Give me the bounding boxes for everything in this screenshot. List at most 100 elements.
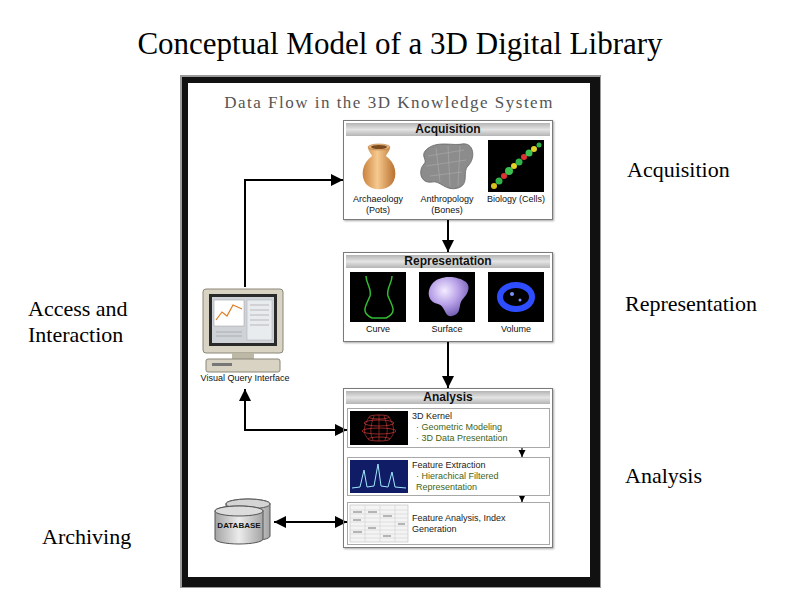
table-picture (350, 505, 408, 542)
stage-label: Access and Interaction (28, 296, 158, 348)
node-heading: Anthropology (Bones) (414, 194, 480, 215)
node-heading: Curve (345, 324, 411, 335)
volume-picture (488, 272, 544, 322)
pot-picture (363, 144, 396, 189)
stage-panel: Analysis 3D Kernel· Geometric Modeling· 3… (343, 388, 553, 548)
feature-graph-picture (350, 460, 408, 493)
thumbnail-item: Surface (414, 270, 480, 338)
node-heading: 3D Kernel (412, 411, 545, 422)
volume-picture (500, 285, 532, 309)
bone-picture (421, 144, 473, 189)
monitor-picture (216, 305, 269, 336)
thumbnail-item: Volume (483, 270, 549, 338)
frame-border (188, 83, 590, 577)
cell-picture (537, 143, 542, 148)
table-picture (353, 512, 405, 536)
diagram-title: Conceptual Model of a 3D Digital Library (0, 26, 800, 62)
node-heading: Visual Query Interface (195, 373, 295, 384)
node-heading: Representation (346, 255, 550, 268)
flow-arrow (274, 521, 347, 523)
cell-picture (488, 140, 544, 192)
monitor-picture (214, 300, 244, 326)
feature-graph-picture (352, 464, 406, 488)
node-text: · Hierachical Filtered Representation (412, 471, 545, 493)
volume-picture (488, 272, 544, 322)
kernel-picture (350, 411, 408, 445)
flow-arrow (521, 448, 522, 457)
cell-picture (505, 167, 513, 175)
feature-graph-picture (350, 460, 408, 493)
frame-border (180, 75, 601, 588)
pot-picture (371, 145, 387, 149)
node-heading: Biology (Cells) (483, 194, 549, 205)
bone-picture (421, 144, 473, 189)
cell-picture (516, 159, 523, 166)
node-heading: Analysis (346, 391, 550, 404)
stage-label: Representation (625, 291, 795, 317)
node-heading: Volume (483, 324, 549, 335)
kernel-picture (364, 415, 394, 441)
node-heading: DATABASE (215, 521, 263, 531)
cylinder-outline (215, 506, 263, 544)
flow-arrow (447, 342, 449, 388)
node-heading: Surface (414, 324, 480, 335)
thumbnail-item: Curve (345, 270, 411, 338)
monitor-picture (203, 289, 283, 372)
frame-border (182, 77, 600, 587)
kernel-picture (350, 411, 408, 445)
stage-panel: RepresentationCurveSurfaceVolume (343, 252, 553, 342)
node-heading: Data Flow in the 3D Knowledge System (188, 83, 590, 113)
curve-picture (350, 272, 406, 322)
node-heading: Acquisition (346, 123, 550, 136)
cell-picture (491, 183, 497, 189)
node-heading: Archaeology (Pots) (345, 194, 411, 215)
node-text: · Geometric Modeling (412, 422, 545, 433)
node-heading: Feature Extraction (412, 460, 545, 471)
stage-label: Acquisition (627, 157, 787, 183)
node-heading: Feature Analysis, Index Generation (412, 513, 545, 535)
flow-arrow (245, 180, 343, 287)
monitor-picture (206, 359, 280, 372)
analysis-step: Feature Extraction· Hierachical Filtered… (347, 457, 550, 496)
volume-picture (510, 292, 514, 296)
bone-picture (426, 146, 466, 186)
surface-picture (429, 277, 469, 316)
surface-picture (419, 272, 475, 322)
monitor-picture (232, 353, 254, 359)
table-picture (350, 505, 408, 542)
stage-label: Archiving (42, 524, 172, 550)
cylinder-outline (215, 506, 263, 516)
surface-picture (419, 272, 475, 322)
pot-picture (363, 147, 396, 189)
cell-picture (531, 146, 537, 152)
pot-picture (368, 144, 390, 150)
database-cylinder: DATABASE (212, 496, 274, 548)
monitor-picture (209, 294, 277, 346)
stage-panel: AcquisitionArchaeology (Pots)Anthropolog… (343, 120, 553, 220)
flow-arrow (245, 389, 347, 430)
system-frame: Data Flow in the 3D Knowledge SystemAcqu… (188, 83, 590, 577)
monitor-picture (212, 297, 274, 343)
analysis-step: Feature Analysis, Index Generation (347, 502, 550, 545)
stage-label: Analysis (625, 463, 785, 489)
table-picture (350, 505, 408, 542)
monitor-picture (212, 363, 232, 366)
curve-picture (365, 276, 393, 318)
cell-picture (501, 173, 507, 179)
cell-picture (488, 140, 544, 192)
volume-picture (519, 299, 522, 302)
curve-picture (350, 272, 406, 322)
query-interface: Visual Query Interface (195, 287, 295, 387)
flow-arrow (447, 220, 449, 252)
monitor-picture (203, 289, 283, 353)
analysis-step: 3D Kernel· Geometric Modeling· 3D Data P… (347, 408, 550, 448)
monitor-picture (216, 305, 242, 320)
cell-picture (496, 178, 503, 185)
node-text: · 3D Data Presentation (412, 433, 545, 444)
thumbnail-item: Anthropology (Bones) (414, 138, 480, 216)
frame-border (180, 75, 601, 588)
thumbnail-item: Archaeology (Pots) (345, 138, 411, 216)
thumbnail-item: Biology (Cells) (483, 138, 549, 216)
